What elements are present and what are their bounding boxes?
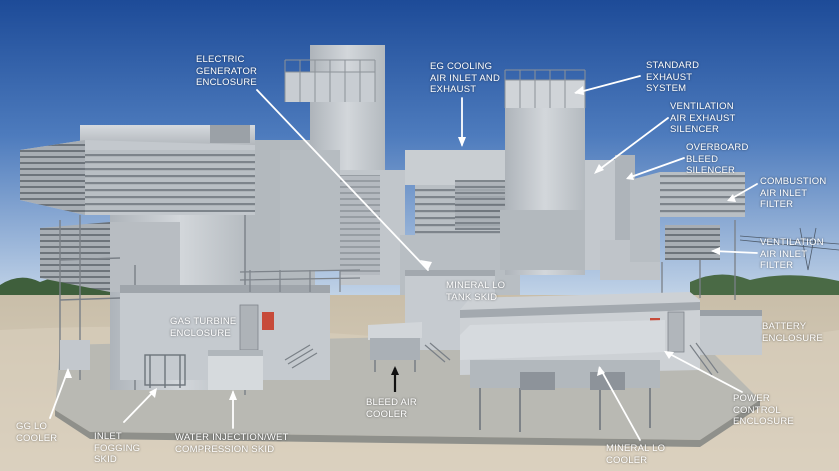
bleed-air-cooler-unit <box>368 322 422 372</box>
label-ventilation-air-inlet-filter: VENTILATION AIR INLET FILTER <box>760 237 824 271</box>
standard-exhaust-stack <box>500 69 600 275</box>
label-standard-exhaust-system: STANDARD EXHAUST SYSTEM <box>646 60 700 94</box>
label-overboard-bleed-silencer: OVERBOARD BLEED SILENCER <box>686 142 749 176</box>
leader-vent-inlet <box>712 250 758 254</box>
central-stack <box>280 45 405 285</box>
battery-enclosure-unit <box>700 310 762 355</box>
power-lines <box>739 227 839 271</box>
label-ventilation-air-exhaust-silencer: VENTILATION AIR EXHAUST SILENCER <box>670 101 736 135</box>
label-battery-enclosure: BATTERY ENCLOSURE <box>762 321 823 344</box>
label-eg-cooling-air-inlet-exhaust: EG COOLING AIR INLET AND EXHAUST <box>430 61 500 95</box>
label-electric-generator-enclosure: ELECTRIC GENERATOR ENCLOSURE <box>196 54 258 88</box>
leader-overboard-bleed <box>627 157 685 179</box>
water-injection-skid <box>208 350 263 390</box>
mineral-lo-cooler-unit <box>460 320 665 432</box>
label-combustion-air-inlet-filter: COMBUSTION AIR INLET FILTER <box>760 176 827 210</box>
lower-left-inlet <box>40 222 180 292</box>
leader-electric-generator <box>256 89 429 271</box>
walkway-railing <box>239 269 361 292</box>
label-mineral-lo-cooler: MINERAL LO COOLER <box>606 443 666 466</box>
label-mineral-lo-tank-skid: MINERAL LO TANK SKID <box>446 280 506 303</box>
label-bleed-air-cooler: BLEED AIR COOLER <box>366 397 417 420</box>
label-gg-lo-cooler: GG LO COOLER <box>16 421 58 444</box>
label-inlet-fogging-skid: INLET FOGGING SKID <box>94 431 141 465</box>
leader-vent-exhaust <box>595 117 669 173</box>
leader-lines <box>49 75 758 441</box>
leader-mineral-lo-cooler <box>599 367 641 441</box>
label-power-control-enclosure: POWER CONTROL ENCLOSURE <box>733 393 794 427</box>
stairs <box>284 342 719 376</box>
label-gas-turbine-enclosure: GAS TURBINE ENCLOSURE <box>170 316 237 339</box>
gg-lo-cooler-unit <box>60 340 90 370</box>
leader-power-control <box>665 351 743 393</box>
left-louver-hood <box>20 140 255 215</box>
inlet-fogging-frame <box>144 354 186 388</box>
leader-standard-exhaust <box>575 75 641 94</box>
label-water-injection-wet-compression-skid: WATER INJECTION/WET COMPRESSION SKID <box>175 432 289 455</box>
arrowheads <box>64 86 736 400</box>
leader-inlet-fogging <box>123 389 156 423</box>
